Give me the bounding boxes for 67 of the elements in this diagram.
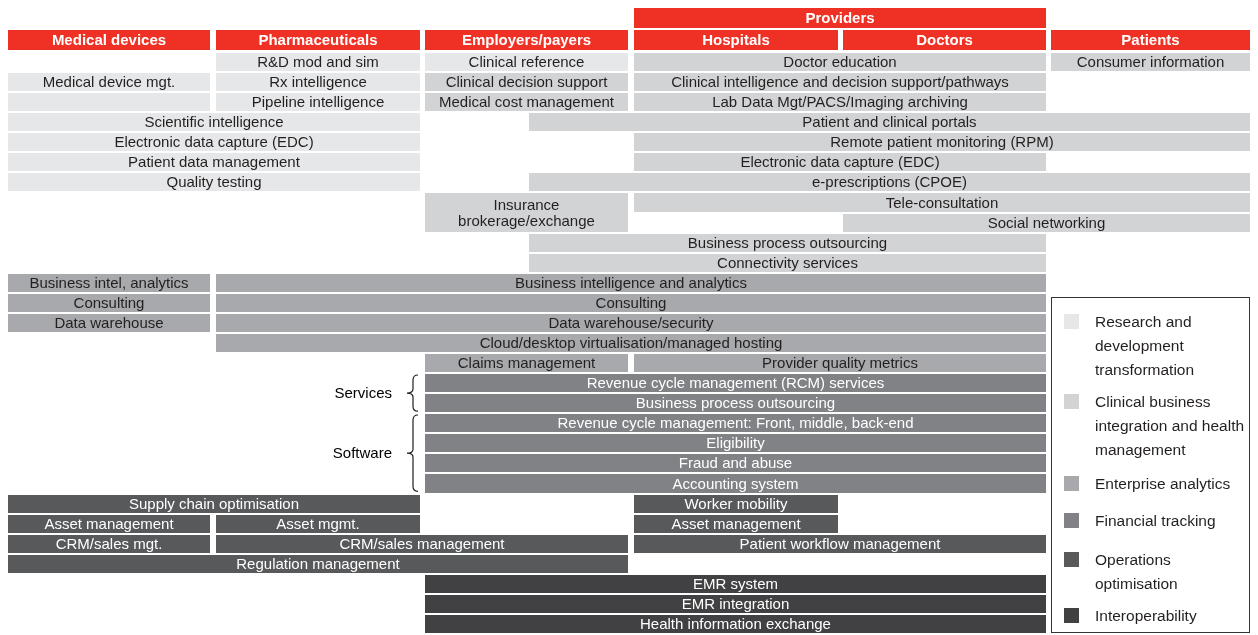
category-bar: Electronic data capture (EDC) <box>8 133 420 152</box>
category-bar: Electronic data capture (EDC) <box>634 153 1046 172</box>
category-bar: Clinical decision support <box>425 73 628 92</box>
column-header: Medical devices <box>8 30 210 50</box>
category-bar: EMR integration <box>425 594 1046 613</box>
category-bar: Clinical reference <box>425 53 628 72</box>
category-bar: Medical device mgt. <box>8 73 210 92</box>
category-bar: Asset management <box>8 514 210 533</box>
column-header: Hospitals <box>634 30 838 50</box>
category-bar: Quality testing <box>8 173 420 192</box>
group-label: Services <box>334 384 392 403</box>
category-bar: Medical cost management <box>425 93 628 112</box>
category-bar: Business process outsourcing <box>425 394 1046 413</box>
category-bar: Insurance brokerage/exchange <box>425 193 628 232</box>
category-bar: CRM/sales mgt. <box>8 534 210 553</box>
category-bar: Fraud and abuse <box>425 454 1046 473</box>
category-bar: Revenue cycle management: Front, middle, back-end <box>425 414 1046 433</box>
category-bar: Revenue cycle management (RCM) services <box>425 374 1046 393</box>
category-bar: Doctor education <box>634 53 1046 72</box>
category-bar: Asset mgmt. <box>216 514 420 533</box>
category-bar: Consulting <box>216 293 1046 312</box>
legend-text: Financial tracking <box>1095 511 1217 531</box>
legend-text: Enterprise analytics <box>1095 474 1232 494</box>
category-bar: CRM/sales management <box>216 534 628 553</box>
category-bar: Business intel, analytics <box>8 273 210 292</box>
category-bar: Patient and clinical portals <box>529 113 1250 132</box>
column-header: Pharmaceuticals <box>216 30 420 50</box>
category-bar: Patient workflow management <box>634 534 1046 553</box>
category-bar: Rx intelligence <box>216 73 420 92</box>
category-bar: Supply chain optimisation <box>8 494 420 513</box>
group-label: Software <box>332 444 392 463</box>
legend-text: Operations optimisation <box>1095 550 1179 594</box>
category-bar: Data warehouse/security <box>216 313 1046 332</box>
category-bar: Pipeline intelligence <box>216 93 420 112</box>
category-bar: Provider quality metrics <box>634 354 1046 373</box>
category-bar: Consulting <box>8 293 210 312</box>
legend-text: Interoperability <box>1095 606 1198 626</box>
category-bar: Asset management <box>634 514 838 533</box>
category-bar: Tele-consultation <box>634 193 1250 212</box>
category-bar: Connectivity services <box>529 253 1046 272</box>
category-bar: Patient data management <box>8 153 420 172</box>
category-bar: Worker mobility <box>634 494 838 513</box>
column-header: Providers <box>634 8 1046 28</box>
category-bar: Consumer information <box>1051 53 1250 72</box>
category-bar: R&D mod and sim <box>216 53 420 72</box>
column-header: Doctors <box>843 30 1046 50</box>
category-bar: Regulation management <box>8 554 628 573</box>
legend-text: Research and development transformation <box>1095 312 1196 380</box>
category-bar: Cloud/desktop virtualisation/managed hosting <box>216 333 1046 353</box>
category-bar: Scientific intelligence <box>8 113 420 132</box>
category-bar: Clinical intelligence and decision support/pathways <box>634 73 1046 92</box>
category-bar: EMR system <box>425 574 1046 593</box>
empty-bar <box>8 93 210 112</box>
category-bar: Eligibility <box>425 434 1046 453</box>
category-bar: Lab Data Mgt/PACS/Imaging archiving <box>634 93 1046 112</box>
column-header: Employers/payers <box>425 30 628 50</box>
category-bar: Health information exchange <box>425 614 1046 633</box>
category-bar: Social networking <box>843 213 1250 232</box>
column-header: Patients <box>1051 30 1250 50</box>
category-bar: Business process outsourcing <box>529 233 1046 252</box>
category-bar: Accounting system <box>425 474 1046 493</box>
category-bar: Data warehouse <box>8 313 210 332</box>
category-bar: Claims management <box>425 354 628 373</box>
category-bar: Remote patient monitoring (RPM) <box>634 133 1250 152</box>
category-bar: Business intelligence and analytics <box>216 273 1046 292</box>
category-bar: e-prescriptions (CPOE) <box>529 173 1250 192</box>
legend-text: Clinical business integration and health management <box>1095 392 1246 460</box>
